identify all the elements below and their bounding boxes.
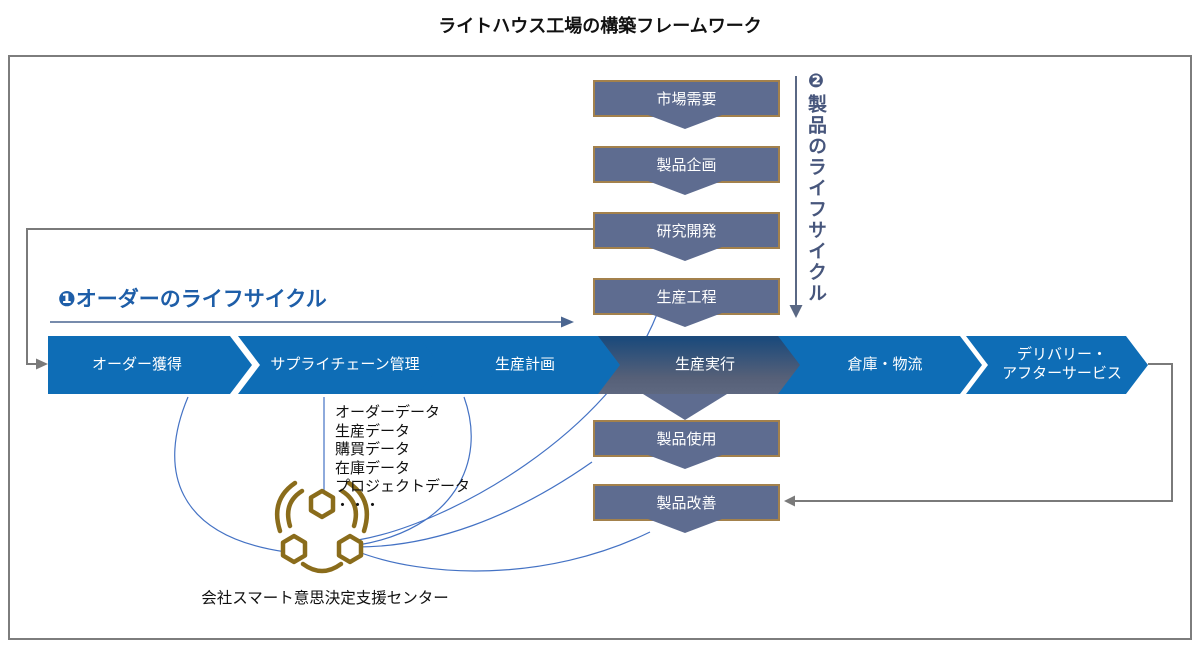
lifecycle-box-product-improvement: 製品改善	[593, 484, 780, 521]
lifecycle-box-product-use: 製品使用	[593, 420, 780, 457]
stage-delivery-after-service: デリバリー・アフターサービス	[966, 336, 1148, 394]
stage-supply-chain: サプライチェーン管理	[238, 336, 442, 394]
order-lifecycle-bar: オーダー獲得 サプライチェーン管理 生産計画 生産実行 倉庫・物流 デリバリー・…	[48, 336, 1178, 394]
stage-delivery-line1: デリバリー・	[1016, 346, 1107, 364]
data-item: 在庫データ	[335, 459, 411, 477]
product-number-badge: ❷	[805, 70, 826, 94]
decision-center-label: 会社スマート意思決定支援センター	[201, 590, 449, 607]
data-item-ellipsis: ・・・	[335, 496, 381, 514]
data-item: 生産データ	[335, 422, 411, 440]
data-item: 購買データ	[335, 441, 411, 458]
order-number-badge: ❶	[58, 288, 76, 311]
stage-delivery-line2: アフターサービス	[1002, 365, 1122, 382]
stage-order-acquisition: オーダー獲得	[48, 336, 252, 394]
product-lifecycle-heading: ❷製品のライフサイクル	[802, 70, 829, 345]
lifecycle-box-market-demand: 市場需要	[593, 80, 780, 117]
order-lifecycle-heading: ❶オーダーのライフサイクル	[58, 283, 327, 313]
order-lifecycle-label: オーダーのライフサイクル	[75, 288, 327, 311]
lifecycle-box-product-planning: 製品企画	[593, 146, 780, 183]
data-item: プロジェクトデータ	[335, 478, 471, 495]
data-item: オーダーデータ	[335, 404, 441, 421]
data-item-list: オーダーデータ 生産データ 購買データ 在庫データ プロジェクトデータ ・・・	[335, 404, 470, 515]
stage-production-exec: 生産実行	[598, 336, 802, 394]
lifecycle-box-rnd: 研究開発	[593, 212, 780, 249]
stage-warehouse-logistics: 倉庫・物流	[778, 336, 982, 394]
stage-production-plan: 生産計画	[418, 336, 622, 394]
lifecycle-box-production-process: 生産工程	[593, 278, 780, 315]
product-lifecycle-label: 製品のライフサイクル	[805, 94, 826, 304]
diagram-title: ライトハウス工場の構築フレームワーク	[438, 16, 762, 36]
